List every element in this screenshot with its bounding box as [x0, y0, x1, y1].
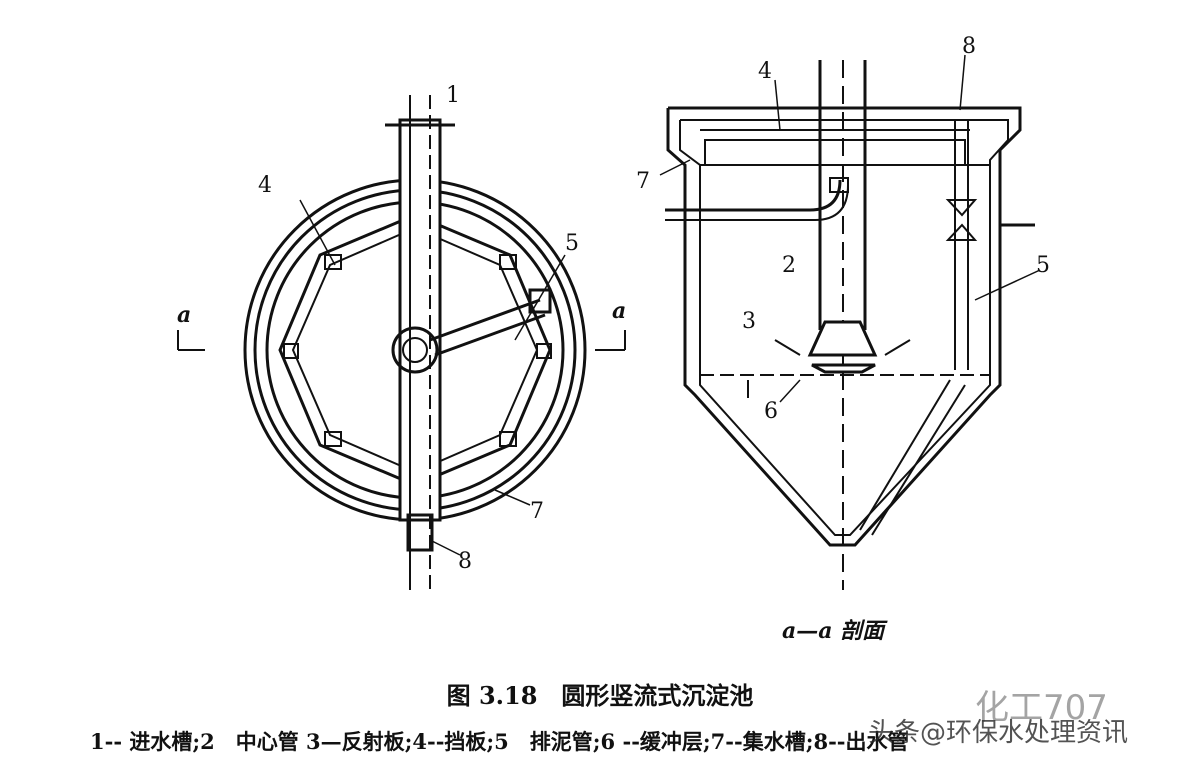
label-section-collector: 7 [636, 169, 650, 194]
label-buffer: 6 [764, 399, 778, 424]
inlet-channel [398, 118, 442, 522]
label-baffle: 4 [258, 173, 272, 198]
section-marker-left: a [177, 302, 191, 328]
label-reflector: 3 [742, 309, 756, 334]
section-view [659, 54, 1041, 590]
outlet-pipe [406, 513, 434, 552]
section-marker-right: a [612, 298, 626, 324]
tank-wall [666, 106, 1022, 547]
label-center-pipe: 2 [782, 253, 796, 278]
watermark-primary: 化工707 [975, 688, 1108, 728]
label-collector: 7 [530, 499, 544, 524]
section-caption: a—a 剖面 [782, 618, 888, 644]
baffle-plate [704, 139, 966, 166]
label-section-outlet: 8 [962, 34, 976, 59]
plan-view [177, 95, 626, 590]
label-section-sludge-pipe: 5 [1036, 253, 1050, 278]
label-outlet: 8 [458, 549, 472, 574]
center-pipe [391, 326, 439, 374]
sludge-pipe-head [528, 288, 552, 314]
label-inlet: 1 [446, 83, 460, 108]
figure-title: 图 3.18 圆形竖流式沉淀池 [446, 681, 754, 710]
label-section-baffle: 4 [758, 59, 772, 84]
label-sludge-pipe: 5 [565, 231, 579, 256]
figure-legend: 1-- 进水槽;2 中心管 3—反射板;4--挡板;5 排泥管;6 --缓冲层;… [90, 729, 909, 754]
reflector [807, 320, 878, 357]
watermark-secondary: 头条@环保水处理资讯 [868, 718, 1129, 748]
